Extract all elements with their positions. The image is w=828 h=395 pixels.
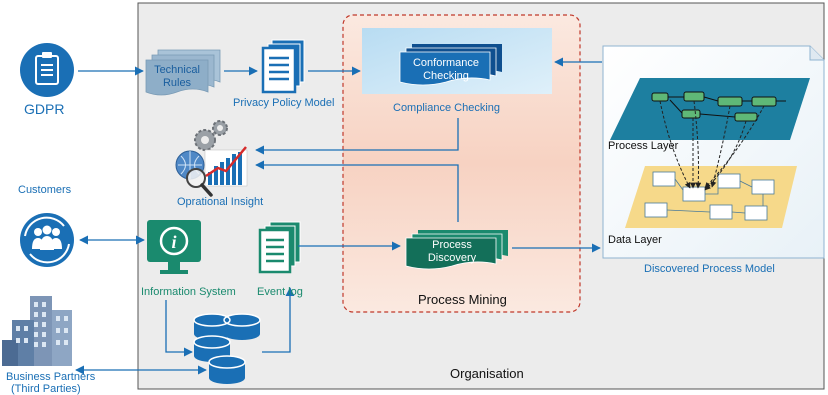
database-icon	[193, 313, 261, 384]
analytics-gears-icon	[175, 120, 248, 197]
business-partners-line1: Business Partners	[6, 371, 96, 383]
compliance-label: Compliance Checking	[393, 102, 500, 114]
info-system-label: Information System	[141, 286, 236, 298]
insight-label: Oprational Insight	[177, 196, 264, 208]
discovered-process-model-panel	[602, 45, 825, 259]
process-discovery-line1: Process	[432, 239, 472, 251]
process-discovery-line2: Discovery	[427, 252, 477, 264]
event-log-document-icon	[258, 221, 301, 274]
process-mining-label: Process Mining	[418, 292, 507, 307]
organisation-label: Organisation	[450, 366, 524, 381]
conformance-label: Conformance Checking	[408, 57, 484, 83]
privacy-policy-label: Privacy Policy Model	[233, 97, 335, 109]
buildings-icon	[2, 296, 72, 366]
process-layer-label: Process Layer	[608, 140, 679, 152]
process-layer-plane	[610, 78, 810, 140]
conformance-stack	[399, 44, 502, 86]
technical-rules-label: Technical Rules	[152, 64, 202, 90]
conformance-line1: Conformance	[412, 57, 480, 69]
process-discovery-label: Process Discovery	[414, 239, 490, 265]
svg-text:i: i	[171, 232, 176, 252]
business-partners-label: Business Partners (Third Parties)	[6, 371, 95, 395]
info-monitor-icon: i	[147, 220, 201, 274]
people-cycle-icon	[20, 213, 74, 267]
data-layer-label: Data Layer	[608, 234, 662, 246]
conformance-line2: Checking	[423, 70, 469, 82]
event-log-label: Event log	[257, 286, 303, 298]
business-partners-line2: (Third Parties)	[11, 383, 81, 395]
gdpr-label: GDPR	[24, 101, 65, 117]
document-stack-icon	[261, 39, 305, 94]
technical-rules-line1: Technical	[154, 64, 200, 76]
technical-rules-line2: Rules	[162, 77, 192, 89]
technical-rules-stack	[145, 49, 221, 96]
process-discovery-stack	[405, 230, 508, 270]
clipboard-icon	[20, 43, 74, 97]
customers-label: Customers	[18, 184, 72, 196]
discovered-model-label: Discovered Process Model	[644, 263, 775, 275]
